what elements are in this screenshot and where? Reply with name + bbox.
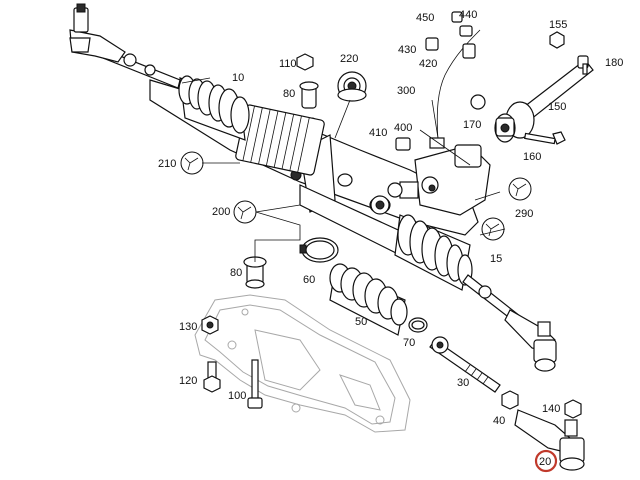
callout-10: 10 <box>232 72 244 84</box>
callout-140: 140 <box>542 403 560 415</box>
callout-80-upper: 80 <box>283 88 295 100</box>
left-bellows <box>178 75 250 141</box>
callout-290: 290 <box>515 208 533 220</box>
callout-210: 210 <box>158 158 176 170</box>
callout-180: 180 <box>605 57 623 69</box>
callout-410: 410 <box>369 127 387 139</box>
nut-110 <box>296 53 314 71</box>
nut-140 <box>564 399 582 419</box>
callout-80-lower: 80 <box>230 267 242 279</box>
washer-130 <box>201 315 219 335</box>
bolt-100 <box>247 359 263 409</box>
callout-450: 450 <box>416 12 434 24</box>
callout-15: 15 <box>490 253 502 265</box>
steering-shaft <box>470 59 594 143</box>
valve-body <box>235 104 325 176</box>
wrench-icon <box>481 217 505 241</box>
bushing-80-upper <box>299 81 319 109</box>
callout-430: 430 <box>398 44 416 56</box>
clamp-60 <box>299 237 339 263</box>
callout-170: 170 <box>463 119 481 131</box>
callout-440: 440 <box>459 9 477 21</box>
clamp-70 <box>408 317 428 333</box>
wrench-icon <box>233 200 257 224</box>
nut-40 <box>501 390 519 410</box>
callout-50: 50 <box>355 316 367 328</box>
bolt-120 <box>203 361 221 393</box>
callout-420: 420 <box>419 58 437 70</box>
valve-unit <box>370 144 491 216</box>
right-tie-rod-upper <box>462 274 557 372</box>
callout-400: 400 <box>394 122 412 134</box>
callout-60: 60 <box>303 274 315 286</box>
wrench-icon <box>508 177 532 201</box>
left-tie-rod-end <box>69 3 126 63</box>
leader-lines <box>181 77 506 262</box>
connector-400-410 <box>395 137 411 151</box>
callout-70: 70 <box>403 337 415 349</box>
callout-40: 40 <box>493 415 505 427</box>
sensor-cable-300 <box>429 29 481 149</box>
nut-155 <box>549 31 565 49</box>
inner-tie-rod-30 <box>429 336 501 393</box>
subframe <box>194 294 411 433</box>
right-bellows <box>394 214 473 291</box>
bolt-180 <box>577 55 589 75</box>
callout-100: 100 <box>228 390 246 402</box>
callout-160: 160 <box>523 151 541 163</box>
callout-300: 300 <box>397 85 415 97</box>
wrench-icon <box>180 151 204 175</box>
bolt-160 <box>524 131 566 145</box>
mount-220 <box>337 71 367 102</box>
callout-20: 20 <box>539 456 551 468</box>
callout-120: 120 <box>179 375 197 387</box>
callout-155: 155 <box>549 19 567 31</box>
outer-tie-rod-end-20 <box>514 409 585 471</box>
callout-150: 150 <box>548 101 566 113</box>
callout-30: 30 <box>457 377 469 389</box>
sensor-parts-420-450 <box>425 11 476 59</box>
callout-200: 200 <box>212 206 230 218</box>
loose-bellows-50 <box>329 263 408 336</box>
callout-220: 220 <box>340 53 358 65</box>
callout-130: 130 <box>179 321 197 333</box>
callout-110: 110 <box>279 58 297 70</box>
highlight-ring <box>534 449 558 473</box>
